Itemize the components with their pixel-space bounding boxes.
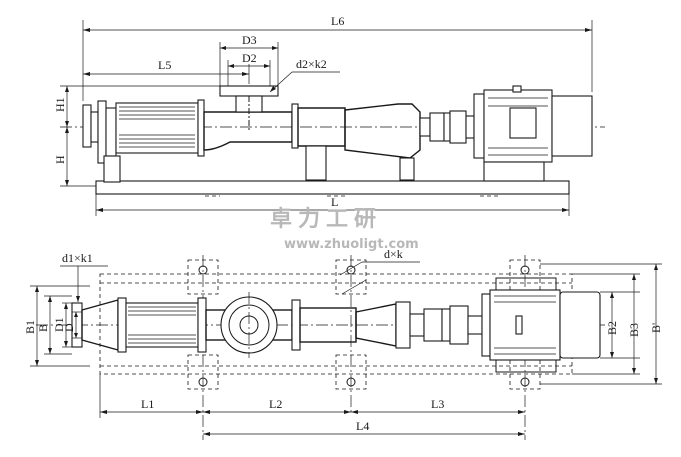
dim-L6: L6 (82, 14, 593, 101)
label-B2: B2 (605, 321, 619, 335)
dim-right-verticals: B2 B3 B' (540, 263, 663, 385)
dim-L4: L4 (203, 419, 525, 436)
suction-casing (105, 107, 117, 157)
dim-dk: d×k (339, 247, 420, 295)
label-Bprime: B' (649, 323, 663, 333)
watermark-url: www.zhuoligt.com (284, 237, 419, 252)
top-coupling-1 (423, 308, 443, 342)
stator-hatching (119, 106, 195, 148)
shaft-stub (419, 117, 431, 137)
top-motor-foot-2 (495, 359, 557, 373)
label-L3: L3 (431, 397, 444, 411)
top-stator (125, 302, 199, 348)
stator-end-flange (197, 99, 205, 157)
suction-flange-neck (90, 111, 99, 143)
discharge-flange (219, 85, 279, 97)
discharge-flange-inner (228, 304, 270, 346)
top-coupling-gap (441, 308, 451, 342)
dim-L5: L5 (83, 58, 250, 84)
dim-d1k1: d1×k1 (60, 251, 108, 302)
drive-support (399, 157, 415, 181)
top-shaft (409, 313, 425, 337)
label-D: D (62, 323, 76, 332)
top-coupling-2 (449, 305, 469, 345)
bearing-flange (291, 103, 299, 149)
watermark: 卓力工研 www.zhuoligt.com (270, 207, 419, 252)
dim-D3-D2: D3 D2 (219, 33, 279, 86)
top-drive-flange (395, 301, 411, 349)
anchor-pads (187, 255, 541, 440)
dim-left-verticals: B1 B D1 D (23, 285, 90, 367)
coupling-gap (443, 112, 451, 142)
label-H1: H1 (53, 97, 67, 112)
dim-L1-L2-L3: L1 L2 L3 (99, 374, 525, 418)
label-B3: B3 (627, 323, 641, 337)
side-view: L6 L5 D3 D2 d2×k2 (53, 14, 605, 216)
label-B: B (36, 324, 50, 332)
label-D1: D1 (52, 317, 66, 332)
top-stator-flange-l (117, 297, 127, 353)
top-stator-hatching (128, 306, 196, 344)
label-L2: L2 (269, 397, 282, 411)
top-motor-fins (494, 295, 556, 355)
top-motor-body (489, 289, 561, 361)
coupling-half-1 (429, 112, 445, 142)
motor-fan-cover (551, 95, 593, 157)
top-view: d1×k1 d×k B1 B D1 (23, 247, 663, 440)
bearing-support (305, 145, 327, 181)
motor-shaft (465, 115, 475, 139)
coupling-half-2 (449, 110, 467, 144)
top-motor-shaft (467, 315, 483, 335)
label-L: L (331, 195, 338, 209)
top-motor-flange (481, 293, 491, 357)
dim-H1-H: H1 H (53, 85, 220, 187)
label-H: H (53, 155, 67, 164)
suction-flange (82, 104, 92, 148)
label-d2k2: d2×k2 (296, 57, 327, 71)
label-L5: L5 (158, 58, 171, 72)
top-motor-fan-cover (559, 291, 601, 359)
label-D3: D3 (242, 33, 257, 47)
suction-casing-flange (97, 100, 107, 164)
terminal-box (509, 107, 537, 139)
label-L6: L6 (331, 14, 344, 28)
dim-d2k2: d2×k2 (269, 57, 340, 93)
top-bearing-flange (291, 299, 301, 351)
label-d1k1: d1×k1 (62, 251, 93, 265)
label-D2: D2 (242, 51, 257, 65)
top-motor-foot-1 (495, 277, 557, 291)
motor-foot (483, 161, 545, 182)
label-dk: d×k (384, 247, 403, 261)
label-L4: L4 (356, 419, 369, 433)
top-stator-flange-r (197, 297, 207, 353)
motor-eye-bolt (512, 85, 522, 93)
watermark-logo: 卓力工研 (270, 207, 382, 232)
suction-support (103, 155, 121, 183)
base-plate (95, 180, 570, 195)
stator (115, 102, 199, 154)
label-L1: L1 (141, 397, 154, 411)
label-B1: B1 (23, 320, 37, 334)
motor-fins (488, 97, 548, 156)
pump-body (203, 111, 293, 151)
top-terminal (515, 315, 523, 335)
dim-L: L (95, 194, 570, 216)
motor-front-flange (473, 93, 485, 159)
drive-housing (344, 103, 421, 159)
